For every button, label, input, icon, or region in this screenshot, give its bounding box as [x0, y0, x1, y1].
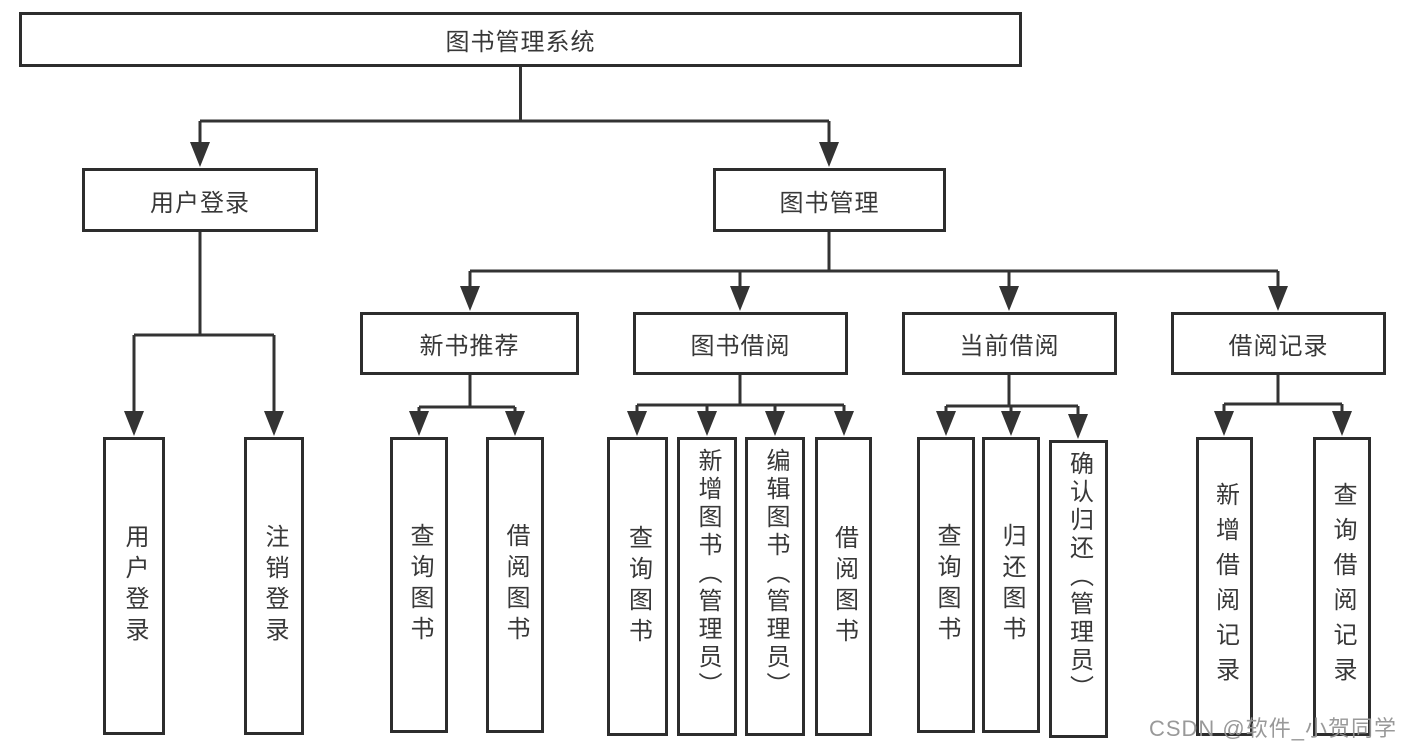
leaf-add-books-admin: 新增图书（管理员） [677, 437, 737, 736]
node-current-borrow: 当前借阅 [902, 312, 1117, 375]
leaf-edit-books-admin-label: 编辑图书（管理员） [762, 448, 789, 700]
leaf-return-books-label: 归还图书 [998, 523, 1025, 647]
connector-borrow-records-children [1222, 375, 1344, 420]
leaf-user-login-label: 用户登录 [121, 524, 148, 648]
node-book-mgmt-label: 图书管理 [779, 189, 880, 217]
node-book-mgmt: 图书管理 [713, 168, 946, 232]
leaf-query-books-1-label: 查询图书 [406, 523, 433, 647]
leaf-add-borrow-record-label: 新增借阅记录 [1211, 481, 1239, 692]
node-book-borrow-label: 图书借阅 [690, 333, 791, 360]
node-user-login-label: 用户登录 [150, 189, 250, 217]
leaf-query-books-2-label: 查询图书 [624, 524, 652, 649]
leaf-borrow-books-1-label: 借阅图书 [502, 523, 529, 647]
leaf-add-borrow-record: 新增借阅记录 [1196, 437, 1253, 736]
node-root-system-label: 图书管理系统 [445, 29, 596, 56]
node-root-system: 图书管理系统 [19, 12, 1022, 67]
connector-root-to-level2 [198, 67, 831, 150]
csdn-watermark: CSDN @软件_小贺同学 [1148, 716, 1397, 741]
connector-book-mgmt-children [468, 232, 1280, 295]
leaf-confirm-return-admin-label: 确认归还（管理员） [1065, 451, 1093, 703]
leaf-query-books-3-label: 查询图书 [933, 523, 960, 647]
connector-book-borrow-children [635, 375, 846, 420]
node-current-borrow-label: 当前借阅 [959, 333, 1060, 360]
connector-user-login-children [132, 232, 276, 420]
leaf-add-books-admin-label: 新增图书（管理员） [694, 448, 721, 700]
node-new-book-rec: 新书推荐 [360, 312, 579, 375]
node-book-borrow: 图书借阅 [633, 312, 848, 375]
leaf-logout-label: 注销登录 [261, 524, 288, 648]
leaf-borrow-books-1: 借阅图书 [486, 437, 544, 733]
node-borrow-records: 借阅记录 [1171, 312, 1386, 375]
leaf-borrow-books-2-label: 借阅图书 [830, 524, 858, 649]
leaf-user-login: 用户登录 [103, 437, 165, 735]
connector-new-book-rec-children [417, 375, 517, 420]
leaf-query-books-1: 查询图书 [390, 437, 448, 733]
leaf-logout: 注销登录 [244, 437, 304, 735]
node-new-book-rec-label: 新书推荐 [419, 333, 520, 360]
leaf-borrow-books-2: 借阅图书 [815, 437, 872, 736]
leaf-edit-books-admin: 编辑图书（管理员） [745, 437, 805, 736]
connector-current-borrow-children [944, 375, 1080, 423]
leaf-query-borrow-record: 查询借阅记录 [1313, 437, 1371, 736]
node-borrow-records-label: 借阅记录 [1228, 333, 1329, 360]
leaf-confirm-return-admin: 确认归还（管理员） [1049, 440, 1108, 738]
leaf-query-books-2: 查询图书 [607, 437, 668, 736]
leaf-query-borrow-record-label: 查询借阅记录 [1329, 481, 1356, 692]
leaf-return-books: 归还图书 [982, 437, 1040, 733]
node-user-login: 用户登录 [82, 168, 318, 232]
leaf-query-books-3: 查询图书 [917, 437, 975, 733]
